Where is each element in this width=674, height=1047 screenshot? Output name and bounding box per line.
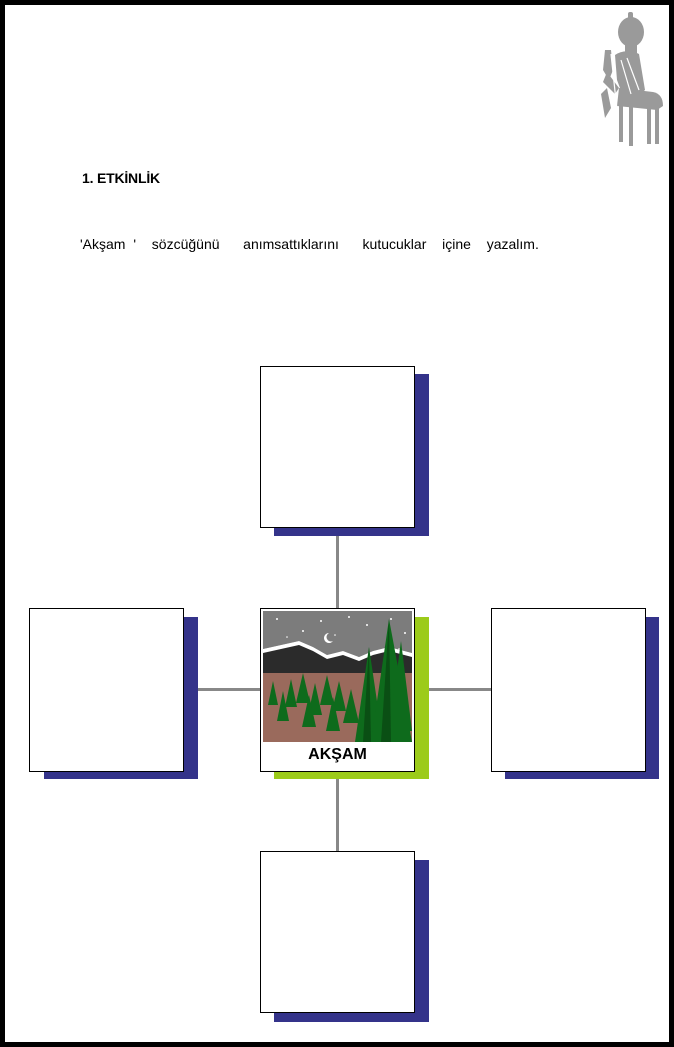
center-box: AKŞAM — [260, 608, 415, 772]
activity-instruction: 'Akşam ' sözcüğünü anımsattıklarını kutu… — [80, 236, 539, 252]
activity-heading: 1. ETKİNLİK — [82, 170, 160, 186]
connector-bottom — [336, 772, 339, 852]
answer-box-left[interactable] — [29, 608, 184, 772]
answer-box-bottom[interactable] — [260, 851, 415, 1013]
dervish-on-donkey-illustration — [597, 10, 669, 150]
answer-box-right[interactable] — [491, 608, 646, 772]
center-label: AKŞAM — [261, 746, 414, 764]
connector-top — [336, 528, 339, 608]
night-forest-scene — [263, 611, 412, 742]
answer-box-top[interactable] — [260, 366, 415, 528]
